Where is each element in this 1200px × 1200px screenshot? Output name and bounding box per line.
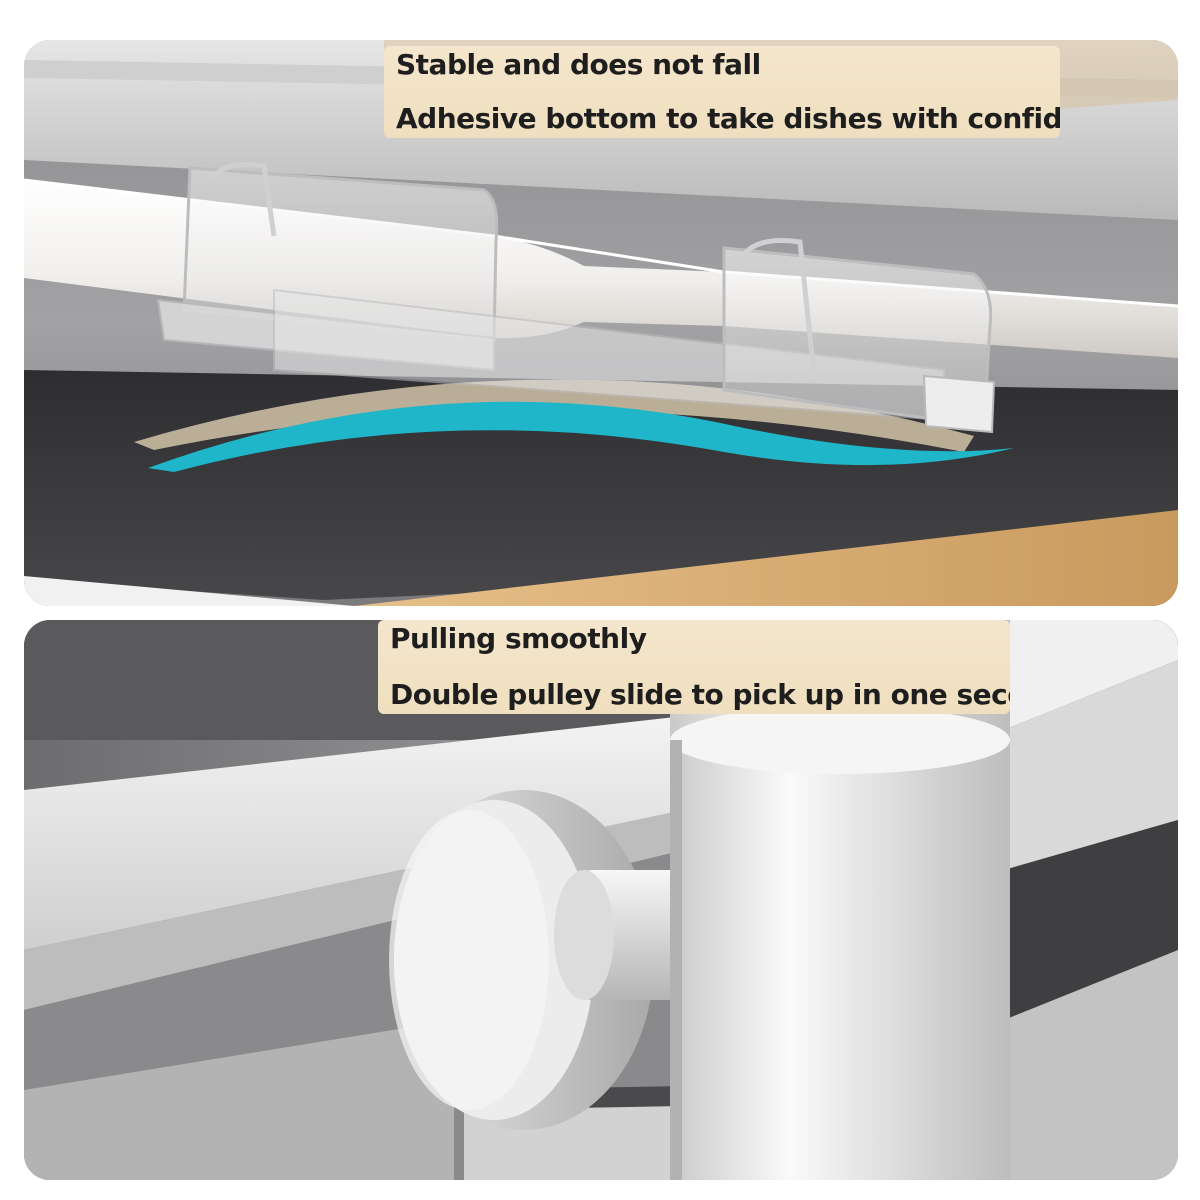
bottom-caption-subtitle: Double pulley slide to pick up in one se… xyxy=(390,678,1010,711)
bottom-caption: Pulling smoothly Double pulley slide to … xyxy=(378,620,1010,714)
top-caption-subtitle: Adhesive bottom to take dishes with conf… xyxy=(396,102,1060,135)
top-caption: Stable and does not fall Adhesive bottom… xyxy=(384,46,1060,138)
bottom-caption-title: Pulling smoothly xyxy=(390,622,647,655)
top-caption-title: Stable and does not fall xyxy=(396,48,761,81)
